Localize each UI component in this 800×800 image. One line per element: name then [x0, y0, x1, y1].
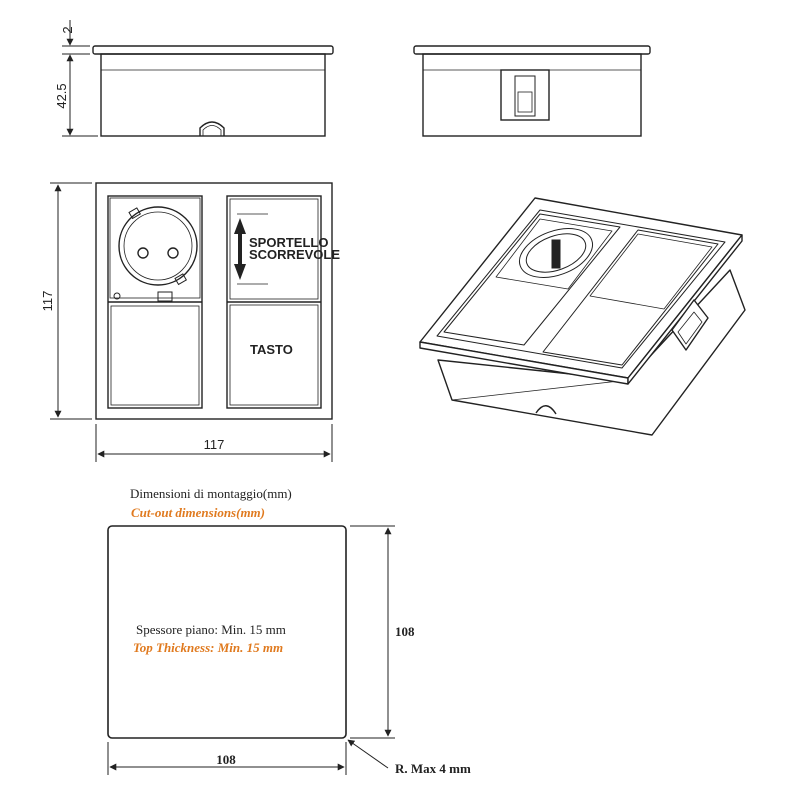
sliding-door-label-2: SCORREVOLE [249, 247, 340, 262]
front-view-height-dimension: 42.5 [54, 83, 69, 108]
sliding-door-left [110, 305, 200, 406]
cutout-width-dimension: 108 [216, 752, 236, 767]
isometric-view [419, 197, 746, 436]
top-view-height-dimension: 117 [40, 291, 55, 312]
thickness-note-it: Spessore piano: Min. 15 mm [136, 622, 286, 637]
front-view-cable-notch [199, 121, 225, 136]
radius-note: R. Max 4 mm [395, 761, 471, 776]
socket-pin-right [167, 247, 179, 259]
button-panel [229, 304, 319, 406]
side-view-flange [413, 45, 651, 55]
top-view [95, 182, 333, 420]
side-view-body [422, 53, 642, 137]
cutout-height-dimension: 108 [395, 624, 415, 639]
side-view-latch [500, 69, 550, 121]
cutout-title-it: Dimensioni di montaggio(mm) [130, 486, 292, 501]
front-view-dimensions [62, 20, 98, 137]
front-view-body [100, 53, 326, 137]
cutout-dimensions [107, 525, 395, 775]
socket-pin-left [137, 247, 149, 259]
cutout-outline [107, 525, 347, 739]
sliding-door-arrow [234, 218, 246, 280]
front-view-flange-dimension: 2 [60, 26, 75, 33]
side-view [413, 45, 651, 137]
isometric-socket [519, 228, 593, 278]
top-view-frame [95, 182, 333, 420]
sliding-door-right [229, 198, 319, 300]
front-view-flange [92, 45, 334, 55]
thickness-note-en: Top Thickness: Min. 15 mm [133, 640, 283, 655]
top-view-dimensions [50, 182, 333, 462]
cutout-title-en: Cut-out dimensions(mm) [131, 505, 265, 520]
top-view-width-dimension: 117 [204, 437, 225, 452]
socket-outlet [118, 206, 198, 286]
button-label: TASTO [250, 342, 293, 357]
sliding-door-label-1: SPORTELLO [249, 235, 328, 250]
front-view [92, 45, 334, 137]
